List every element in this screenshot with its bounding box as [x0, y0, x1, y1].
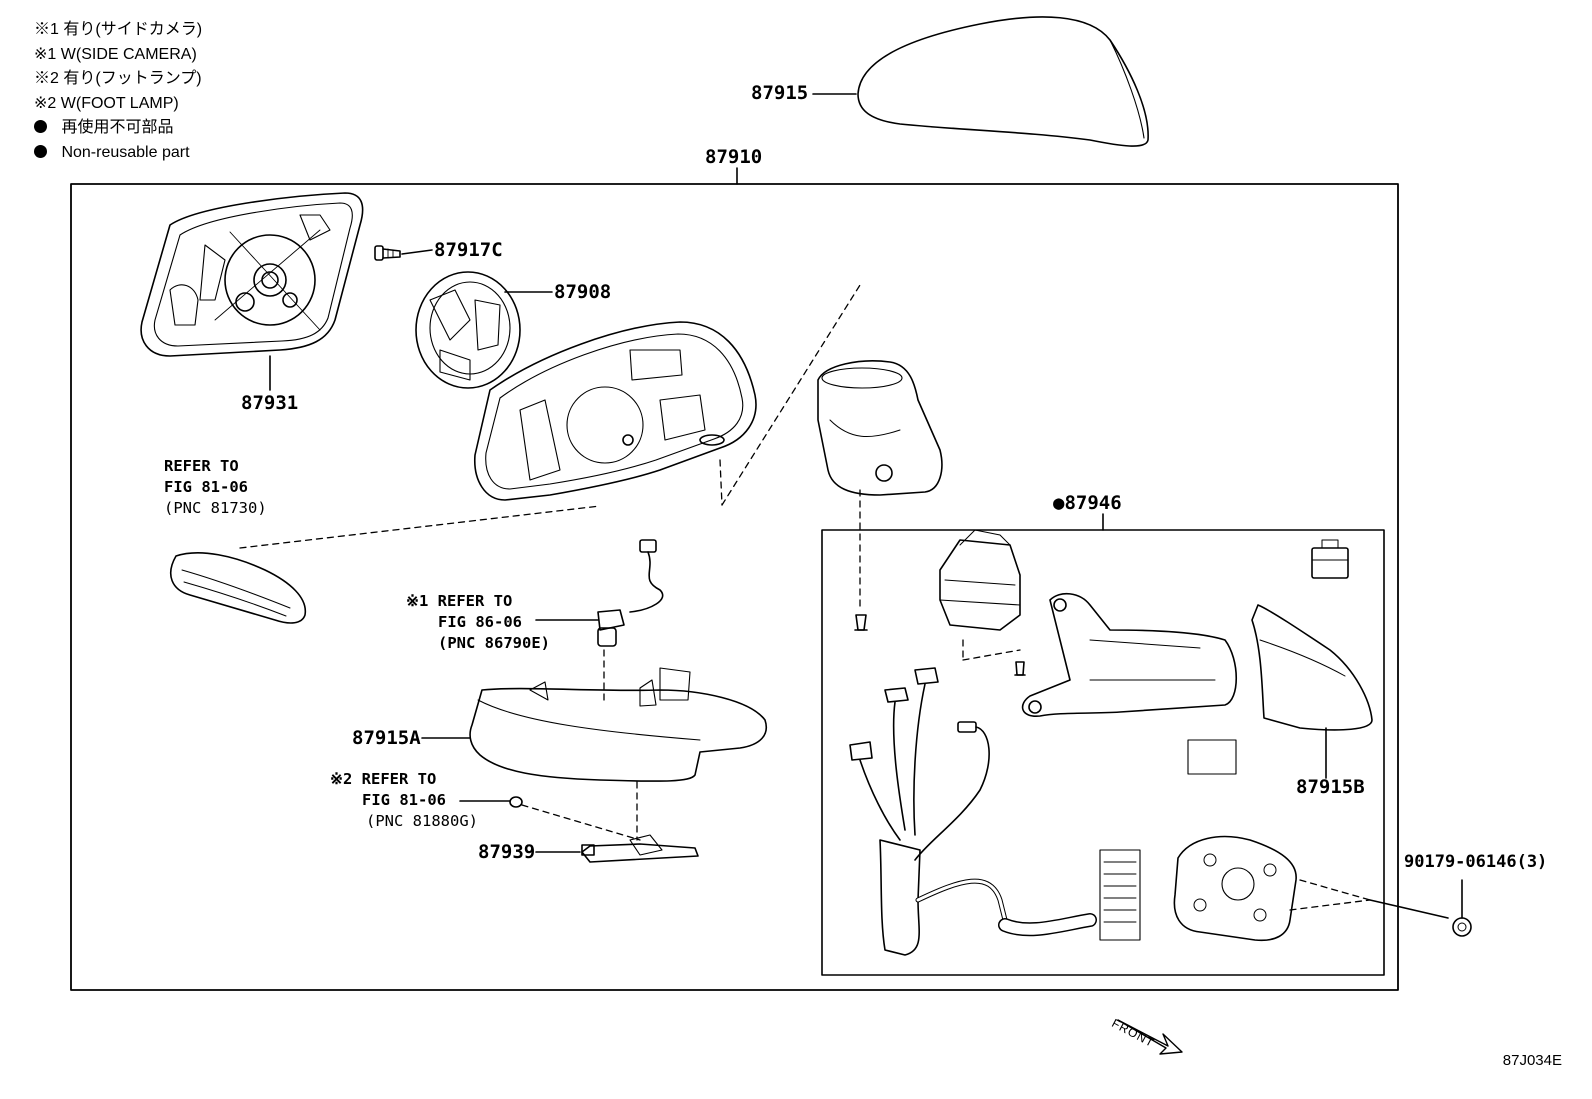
lower-cover-87915A: [469, 667, 767, 782]
reference-line: ※1 REFER TO: [406, 592, 513, 610]
non-reusable-dot-icon: [34, 144, 47, 158]
legend-row: ※2 有り(フットランプ): [34, 67, 202, 92]
legend-text: W(SIDE CAMERA): [60, 45, 197, 63]
legend-text: 有り(フットランプ): [63, 70, 202, 87]
mirror-housing: [474, 321, 757, 501]
foot-lamp-87939: [581, 834, 699, 863]
legend-row: ※1 W(SIDE CAMERA): [34, 43, 202, 68]
reference-line: FIG 86-06: [438, 613, 522, 631]
reference-line: REFER TO: [164, 457, 239, 475]
reference-note-81730[interactable]: REFER TO FIG 81-06 (PNC 81730): [164, 456, 267, 519]
assembly-frame-87910: [70, 183, 1399, 991]
part-label-90179-06146[interactable]: 90179-06146(3): [1404, 852, 1548, 872]
legend-marker: ※1: [34, 45, 57, 63]
screw-87917C: [374, 245, 401, 261]
legend-marker: ※2: [34, 70, 59, 87]
reference-pnc: (PNC 86790E): [438, 634, 550, 652]
part-label-87908[interactable]: 87908: [554, 281, 612, 303]
illustration-id: 87J034E: [1502, 1052, 1562, 1069]
part-label-87915[interactable]: 87915: [751, 82, 809, 104]
side-camera-harness: [597, 539, 664, 647]
wire-harness: [849, 667, 1141, 956]
label-pad: [1187, 739, 1237, 775]
nut-90179-06146: [1452, 917, 1472, 937]
legend-text: W(FOOT LAMP): [60, 94, 179, 112]
part-label-87915A[interactable]: 87915A: [352, 727, 421, 749]
fold-motor: [939, 529, 1021, 631]
reference-line: ※2 REFER TO: [330, 770, 437, 788]
mirror-glass-87931: [140, 192, 364, 357]
reference-line: FIG 81-06: [362, 791, 446, 809]
reference-pnc: (PNC 81730): [164, 499, 267, 517]
part-label-87910[interactable]: 87910: [705, 146, 763, 168]
legend-row: ※1 有り(サイドカメラ): [34, 18, 202, 43]
reference-pnc: (PNC 81880G): [366, 812, 478, 830]
connector-block: [1311, 539, 1349, 579]
part-label-87939[interactable]: 87939: [478, 841, 536, 863]
inner-cover-87915B: [1251, 604, 1373, 731]
part-label-87915B[interactable]: 87915B: [1296, 776, 1365, 798]
legend-text: 有り(サイドカメラ): [63, 21, 203, 38]
mirror-cover-87915: [857, 16, 1149, 147]
part-label-87931[interactable]: 87931: [241, 392, 299, 414]
legend: ※1 有り(サイドカメラ) ※1 W(SIDE CAMERA) ※2 有り(フッ…: [34, 18, 202, 165]
mirror-base: [817, 360, 943, 496]
screw-small: [854, 614, 868, 631]
legend-marker: ※1: [34, 21, 59, 38]
screw-small-2: [1014, 661, 1026, 676]
legend-row: 再使用不可部品: [34, 116, 202, 141]
legend-row: Non-reusable part: [34, 141, 202, 166]
reference-note-86790E[interactable]: ※1 REFER TO FIG 86-06 (PNC 86790E): [406, 591, 550, 654]
mounting-plate: [1173, 835, 1297, 942]
legend-marker: ※2: [34, 94, 57, 112]
part-label-87917C[interactable]: 87917C: [434, 239, 503, 261]
subassembly-frame-87946: [821, 529, 1385, 976]
legend-row: ※2 W(FOOT LAMP): [34, 92, 202, 117]
reference-line: FIG 81-06: [164, 478, 248, 496]
non-reusable-dot-icon: [34, 120, 47, 133]
legend-text: Non-reusable part: [61, 143, 190, 161]
reference-note-81880G[interactable]: ※2 REFER TO FIG 81-06 (PNC 81880G): [330, 769, 478, 832]
actuator-87908: [415, 271, 521, 389]
part-label-87946[interactable]: ●87946: [1053, 492, 1122, 514]
legend-text: 再使用不可部品: [61, 119, 174, 136]
mirror-bracket: [1021, 592, 1237, 717]
turn-signal-lamp: [170, 552, 307, 624]
front-arrow: [1117, 1019, 1183, 1055]
foot-lamp-bulb: [509, 796, 523, 808]
